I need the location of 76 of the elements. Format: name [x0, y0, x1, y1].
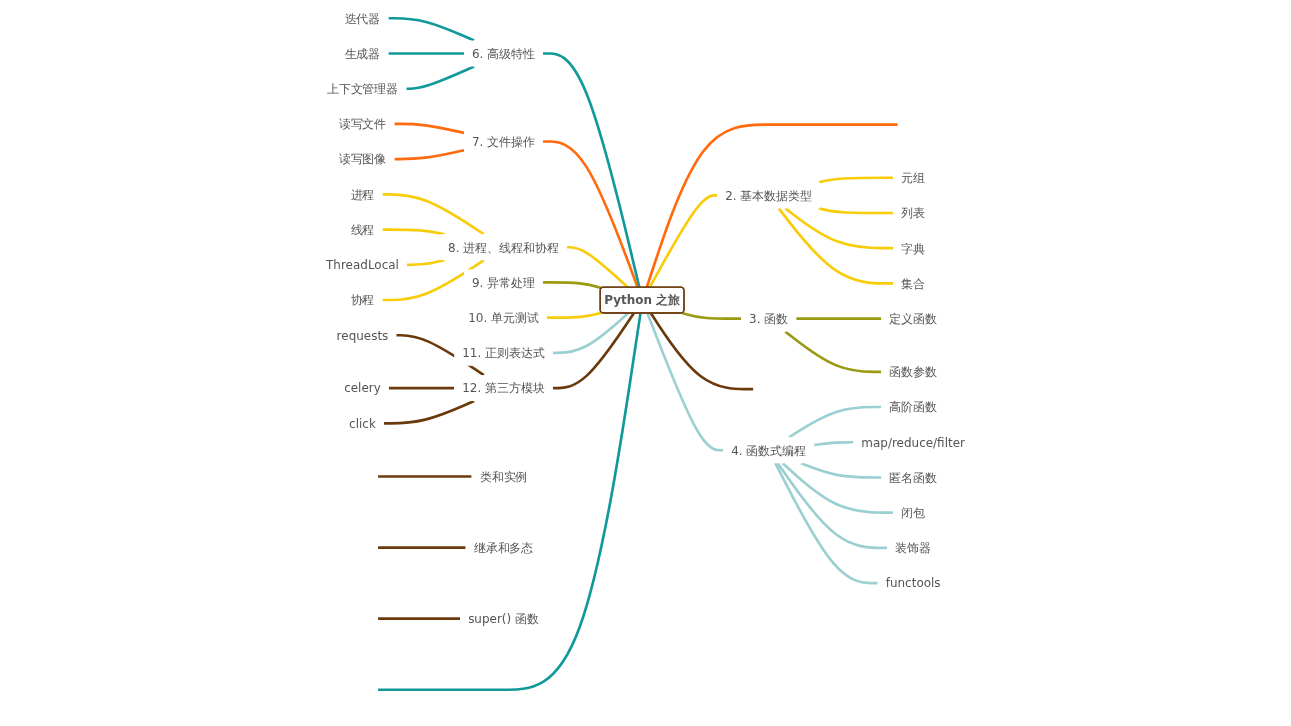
node-text: 装饰器: [895, 540, 932, 555]
node-text: 读写文件: [338, 116, 387, 131]
node-text: 迭代器: [344, 11, 381, 26]
node-text: 高阶函数: [889, 400, 938, 414]
connector: [777, 207, 894, 285]
connector: [800, 461, 882, 479]
node-text: 进程: [350, 187, 375, 202]
connector: [784, 207, 894, 250]
connector: [681, 311, 742, 320]
node-text: 协程: [350, 293, 375, 308]
connector: [388, 16, 475, 42]
connector: [784, 330, 882, 374]
connector: [543, 140, 639, 288]
connector: [566, 245, 629, 289]
connector: [378, 475, 472, 478]
connector: [648, 194, 718, 289]
node-text: 6. 高级特性: [471, 46, 536, 61]
node-text: 匿名函数: [889, 470, 938, 485]
connector: [552, 312, 635, 390]
connector: [646, 312, 724, 452]
connector: [394, 122, 465, 135]
node-text: 继承和多态: [473, 540, 534, 555]
node-text: ThreadLocal: [326, 257, 399, 272]
node-text: 读写图像: [338, 152, 387, 167]
connector: [388, 386, 455, 390]
node-text: 函数参数: [889, 364, 938, 379]
connector: [396, 333, 485, 377]
node-text: 类和实例: [479, 469, 528, 484]
connector: [378, 546, 466, 549]
connector: [781, 462, 894, 515]
node-text: click: [349, 416, 376, 431]
connector: [546, 311, 603, 319]
node-text: requests: [336, 328, 389, 343]
node-text: 4. 函数式编程: [731, 443, 807, 458]
connector: [543, 281, 603, 290]
node-text: 7. 文件操作: [471, 134, 536, 149]
connector: [394, 148, 465, 161]
connector: [382, 228, 445, 236]
node-text: 8. 进程、线程和协程: [448, 240, 559, 255]
connector: [382, 193, 485, 236]
node-text: super() 函数: [468, 611, 539, 626]
node-text: 12. 第三方模块: [462, 381, 545, 396]
connector: [776, 462, 888, 550]
connector: [406, 65, 475, 91]
connector: [378, 617, 461, 620]
connector: [382, 259, 485, 302]
node-text: 列表: [901, 206, 926, 220]
node-text: 字典: [901, 241, 926, 256]
node-text: 2. 基本数据类型: [725, 188, 813, 203]
connector: [378, 313, 642, 692]
node-text: 集合: [901, 276, 926, 291]
node-text: 10. 单元测试: [468, 310, 539, 325]
node-text: 元组: [901, 170, 926, 185]
connector: [406, 258, 445, 267]
node-text: 9. 异常处理: [471, 275, 536, 290]
node-text: 3. 函数: [749, 311, 789, 326]
connector: [388, 52, 464, 55]
node-text: 定义函数: [889, 311, 938, 326]
node-text: map/reduce/filter: [861, 435, 965, 450]
connector: [543, 52, 641, 288]
node-text: 生成器: [344, 46, 381, 61]
connector: [552, 312, 629, 355]
connector: [383, 399, 475, 425]
node-text: functools: [885, 576, 941, 591]
connector: [818, 207, 894, 215]
connector: [788, 405, 882, 439]
connector: [818, 176, 894, 184]
node-text: 闭包: [901, 505, 926, 520]
node-text: 线程: [350, 222, 375, 237]
connector: [814, 440, 854, 447]
node-text: 上下文管理器: [326, 81, 399, 96]
connector: [645, 123, 898, 288]
connector: [796, 317, 882, 320]
connector: [774, 462, 878, 585]
node-text: celery: [344, 381, 381, 396]
connector: [649, 312, 754, 391]
